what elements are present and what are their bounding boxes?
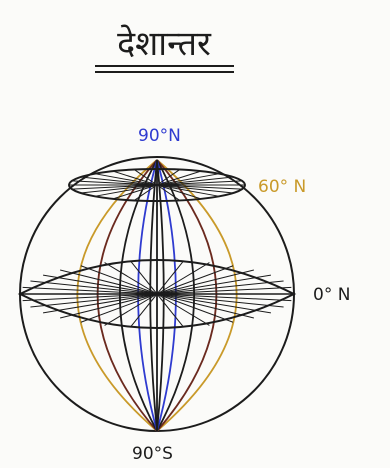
spoke-equator: [22, 293, 158, 302]
spoke-60n: [156, 184, 202, 200]
spoke-60n: [112, 170, 158, 186]
label-90S: 90°S: [132, 444, 173, 464]
spoke-equator: [129, 260, 158, 295]
spoke-equator: [43, 274, 158, 295]
spoke-equator: [156, 293, 254, 319]
spoke-60n: [156, 184, 243, 190]
spoke-60n: [156, 176, 234, 186]
spoke-equator: [104, 293, 158, 326]
spoke-60n: [156, 184, 220, 197]
spoke-equator: [30, 293, 158, 308]
label-0N: 0° N: [313, 285, 350, 305]
spoke-equator: [43, 293, 158, 314]
spoke-60n: [156, 170, 202, 186]
spoke-60n: [80, 176, 158, 186]
spoke-equator: [129, 293, 158, 328]
spoke-equator: [156, 293, 234, 323]
spoke-60n: [156, 169, 181, 186]
spoke-equator: [80, 293, 158, 323]
spoke-60n: [112, 184, 158, 200]
spoke-equator: [156, 293, 284, 308]
spoke-equator: [80, 265, 158, 295]
spoke-equator: [60, 293, 158, 319]
spoke-equator: [30, 280, 158, 295]
spoke-equator: [156, 265, 234, 295]
spoke-60n: [133, 169, 158, 186]
spoke-equator: [156, 269, 254, 295]
spoke-60n: [71, 180, 158, 186]
spoke-equator: [60, 269, 158, 295]
label-90N: 90°N: [138, 126, 181, 146]
spoke-60n: [133, 184, 158, 201]
spoke-equator: [156, 260, 185, 295]
spoke-equator: [156, 262, 210, 295]
spoke-equator: [104, 262, 158, 295]
radial-spokes: [20, 169, 294, 328]
spoke-60n: [80, 184, 158, 194]
spoke-equator: [22, 286, 158, 295]
spoke-60n: [94, 184, 158, 197]
spoke-60n: [156, 184, 234, 194]
spoke-equator: [156, 293, 271, 314]
spoke-equator: [156, 280, 284, 295]
spoke-60n: [156, 180, 243, 186]
spoke-60n: [94, 173, 158, 186]
spoke-60n: [156, 173, 220, 186]
spoke-equator: [156, 293, 210, 326]
spoke-60n: [156, 184, 181, 201]
spoke-equator: [156, 293, 292, 302]
spoke-equator: [156, 293, 185, 328]
spoke-equator: [156, 286, 292, 295]
spoke-60n: [71, 184, 158, 190]
label-60N: 60° N: [258, 177, 306, 197]
spoke-equator: [156, 274, 271, 295]
diagram-title: देशान्तर: [117, 24, 212, 64]
